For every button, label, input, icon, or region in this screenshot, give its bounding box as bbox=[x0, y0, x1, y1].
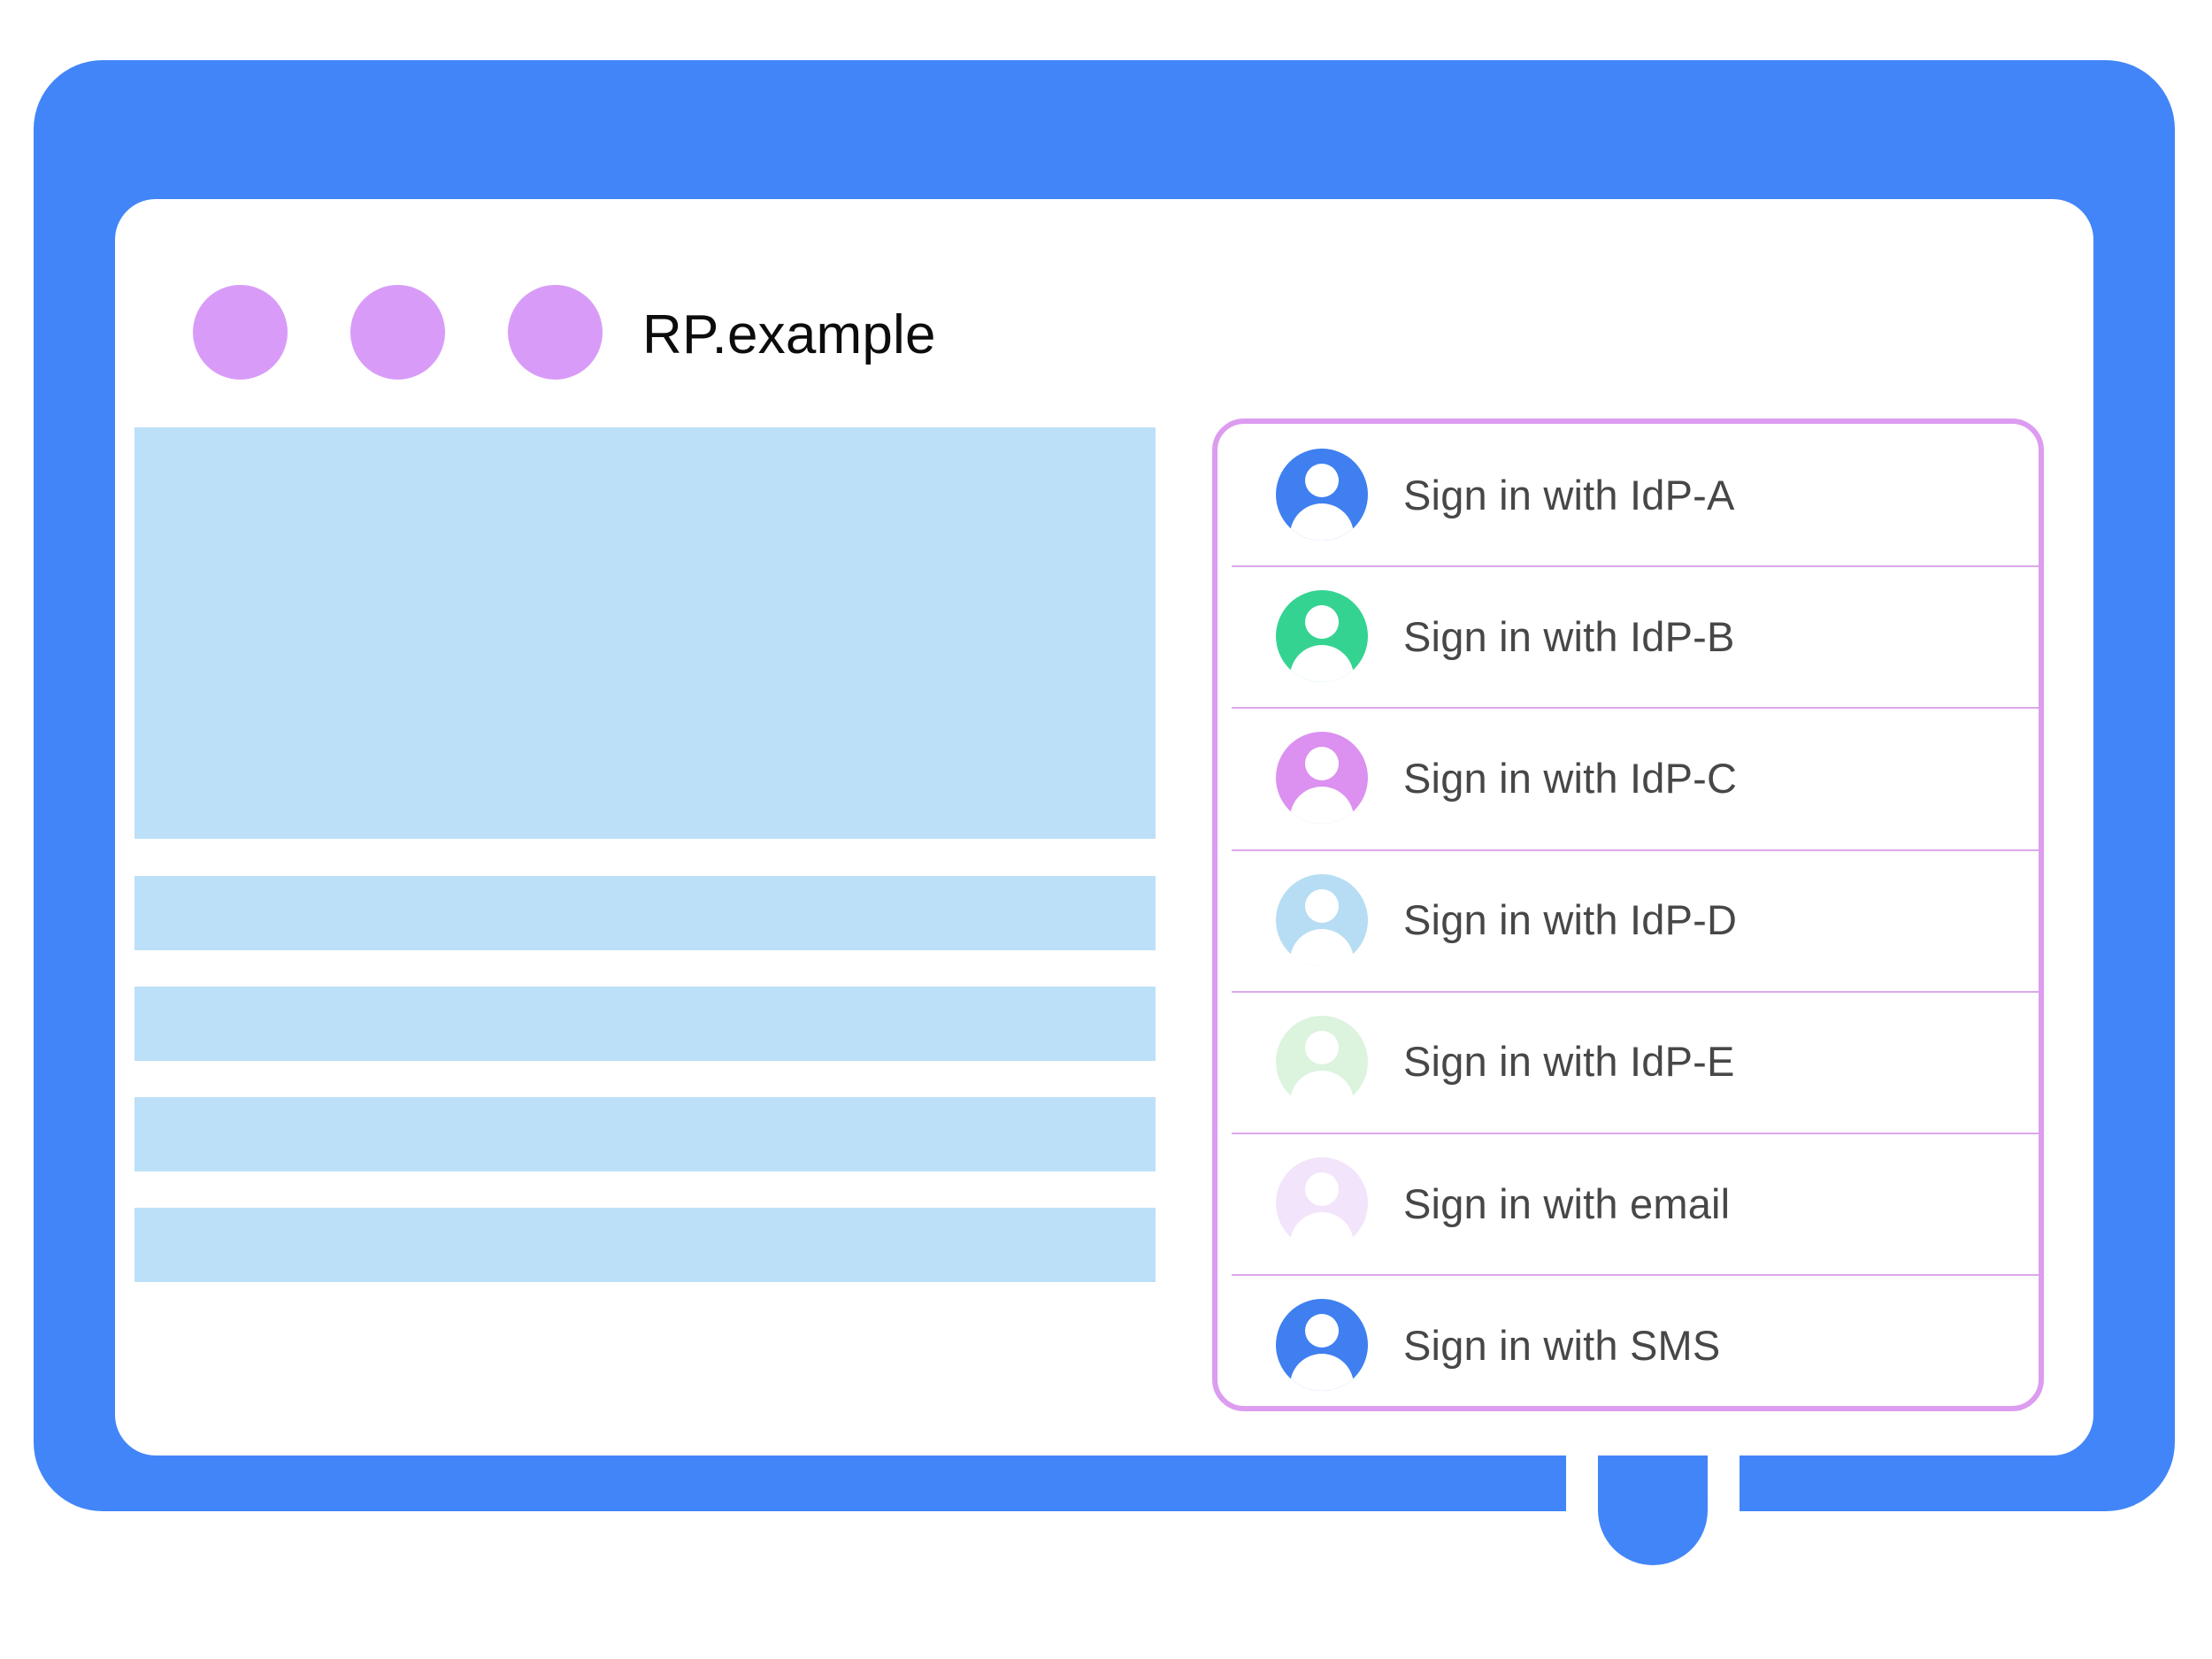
avatar-body-shape bbox=[1290, 1212, 1354, 1250]
signin-options-list: Sign in with IdP-A Sign in with IdP-B Sign… bbox=[1217, 424, 2039, 1406]
signin-panel: Sign in with IdP-A Sign in with IdP-B Sign… bbox=[1212, 419, 2044, 1411]
home-button[interactable] bbox=[1598, 1455, 1708, 1565]
bezel-gap-right bbox=[1708, 1455, 1740, 1562]
avatar-body-shape bbox=[1290, 1354, 1354, 1392]
window-dot-3[interactable] bbox=[508, 285, 603, 380]
account-avatar-icon bbox=[1276, 1299, 1368, 1392]
text-placeholder-2 bbox=[134, 987, 1156, 1061]
signin-option-row[interactable]: Sign in with IdP-D bbox=[1217, 849, 2039, 991]
avatar-head-shape bbox=[1305, 888, 1339, 923]
avatar-head-shape bbox=[1305, 1030, 1339, 1064]
account-avatar-icon bbox=[1276, 873, 1368, 966]
signin-option-row[interactable]: Sign in with IdP-C bbox=[1217, 707, 2039, 849]
avatar-head-shape bbox=[1305, 464, 1339, 498]
account-avatar-icon bbox=[1276, 732, 1368, 825]
avatar-head-shape bbox=[1305, 1172, 1339, 1207]
signin-option-label: Sign in with SMS bbox=[1403, 1321, 1721, 1369]
avatar-body-shape bbox=[1290, 928, 1354, 966]
avatar-head-shape bbox=[1305, 1314, 1339, 1348]
avatar-body-shape bbox=[1290, 787, 1354, 825]
signin-option-row[interactable]: Sign in with IdP-E bbox=[1217, 990, 2039, 1133]
text-placeholder-1 bbox=[134, 876, 1156, 950]
signin-option-label: Sign in with IdP-B bbox=[1403, 612, 1735, 660]
text-placeholder-4 bbox=[134, 1208, 1156, 1282]
text-placeholder-3 bbox=[134, 1097, 1156, 1171]
signin-option-label: Sign in with IdP-E bbox=[1403, 1038, 1735, 1086]
account-avatar-icon bbox=[1276, 1157, 1368, 1250]
signin-option-row[interactable]: Sign in with SMS bbox=[1217, 1274, 2039, 1416]
avatar-body-shape bbox=[1290, 503, 1354, 541]
avatar-head-shape bbox=[1305, 747, 1339, 781]
window-dot-2[interactable] bbox=[350, 285, 445, 380]
window-dot-1[interactable] bbox=[193, 285, 288, 380]
avatar-body-shape bbox=[1290, 1070, 1354, 1108]
bezel-gap-left bbox=[1566, 1455, 1598, 1562]
signin-option-label: Sign in with IdP-C bbox=[1403, 754, 1738, 802]
account-avatar-icon bbox=[1276, 1015, 1368, 1108]
signin-option-label: Sign in with IdP-A bbox=[1403, 471, 1735, 518]
signin-option-label: Sign in with IdP-D bbox=[1403, 896, 1738, 944]
page-title: RP.example bbox=[642, 304, 936, 365]
account-avatar-icon bbox=[1276, 590, 1368, 683]
account-avatar-icon bbox=[1276, 449, 1368, 541]
avatar-body-shape bbox=[1290, 645, 1354, 683]
signin-option-row[interactable]: Sign in with IdP-A bbox=[1217, 424, 2039, 565]
signin-option-row[interactable]: Sign in with IdP-B bbox=[1217, 565, 2039, 707]
signin-option-row[interactable]: Sign in with email bbox=[1217, 1132, 2039, 1274]
signin-option-label: Sign in with email bbox=[1403, 1179, 1731, 1227]
avatar-head-shape bbox=[1305, 605, 1339, 640]
browser-titlebar: RP.example bbox=[115, 199, 2093, 385]
hero-placeholder bbox=[134, 427, 1156, 839]
